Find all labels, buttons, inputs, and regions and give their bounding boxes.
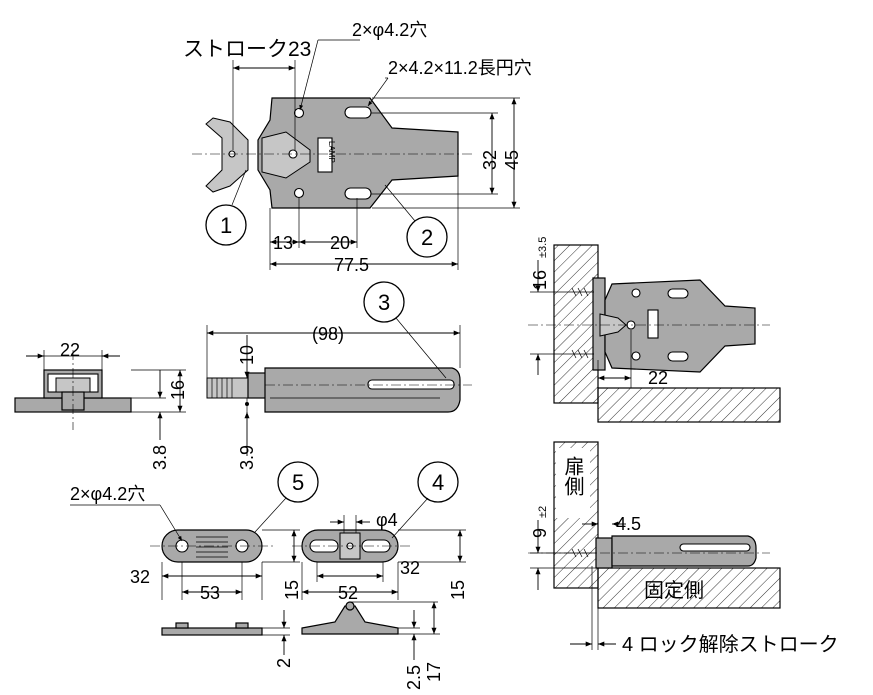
callout-4 xyxy=(417,461,459,503)
dim-2-5: 2.5 xyxy=(404,665,424,690)
callout-3-label: 3 xyxy=(378,290,390,315)
dim-10: 10 xyxy=(237,345,257,365)
slot-hole-label: 2×4.2×11.2長円穴 xyxy=(388,58,532,78)
round-hole-label-bottom: 2×φ4.2穴 xyxy=(70,484,145,504)
dim-13: 13 xyxy=(273,233,293,253)
dim-77-5: 77.5 xyxy=(334,255,369,275)
callout-5 xyxy=(277,461,319,503)
dim-3-8: 3.8 xyxy=(150,445,170,470)
callout-2 xyxy=(406,216,448,258)
round-hole xyxy=(293,107,305,119)
slot-hole xyxy=(344,106,372,119)
callout-1-label: 1 xyxy=(220,213,232,238)
top-plan-view: LAMP ストローク23 2×φ4.2穴 2×4.2×11.2長円穴 32 45… xyxy=(183,20,532,275)
door-side-label: 扉側 xyxy=(561,456,584,496)
dim-9: 9 xyxy=(530,528,550,538)
dim-2: 2 xyxy=(274,658,294,668)
dim-98: (98) xyxy=(312,324,344,344)
dim-16-right: 16 xyxy=(530,270,550,290)
dim-22-right: 22 xyxy=(648,368,668,388)
logo-text: LAMP xyxy=(327,141,336,163)
part-5-view: 2×φ4.2穴 32 53 15 2 5 xyxy=(70,461,319,668)
dim-17: 17 xyxy=(424,662,444,682)
dim-15-part5: 15 xyxy=(282,580,302,600)
dim-32-top: 32 xyxy=(480,150,500,170)
dim-32-part4: 32 xyxy=(400,558,420,578)
installation-view-bottom: 扉側 固定側 9 ±2 4.5 4 ロック解除ストローク xyxy=(528,441,839,656)
dim-16-tolerance: ±3.5 xyxy=(537,237,549,258)
dim-phi4: φ4 xyxy=(376,510,398,530)
dim-15-part4: 15 xyxy=(448,580,468,600)
dim-9-tolerance: ±2 xyxy=(537,506,549,518)
dim-4-5: 4.5 xyxy=(616,514,641,534)
callout-5-label: 5 xyxy=(292,470,304,495)
dim-22-left: 22 xyxy=(60,340,80,360)
callout-1 xyxy=(205,204,247,246)
fixed-side-label: 固定側 xyxy=(644,579,704,602)
callout-4-label: 4 xyxy=(432,470,444,495)
stroke-label: ストローク23 xyxy=(183,38,311,61)
end-view: 22 16 3.8 xyxy=(14,340,188,470)
dim-3-9: 3.9 xyxy=(237,445,257,470)
callout-3 xyxy=(363,281,405,323)
lock-release-label: 4 ロック解除ストローク xyxy=(622,633,839,656)
striker-part-1 xyxy=(205,117,249,193)
dim-53: 53 xyxy=(200,583,220,603)
dim-45: 45 xyxy=(502,150,522,170)
dim-20: 20 xyxy=(330,233,350,253)
part-4-view: φ4 32 52 15 2.5 17 4 xyxy=(292,461,468,690)
callout-2-label: 2 xyxy=(421,225,433,250)
slot-hole xyxy=(344,187,372,200)
dim-32-part5: 32 xyxy=(130,567,150,587)
side-view: (98) 10 3.9 3 xyxy=(206,281,472,470)
installation-view-top: 16 ±3.5 22 xyxy=(528,237,781,423)
round-hole xyxy=(293,187,305,199)
dim-52: 52 xyxy=(338,583,358,603)
dim-16-left: 16 xyxy=(168,380,188,400)
round-hole-label: 2×φ4.2穴 xyxy=(352,20,427,40)
catch-body-part-2 xyxy=(257,97,459,209)
